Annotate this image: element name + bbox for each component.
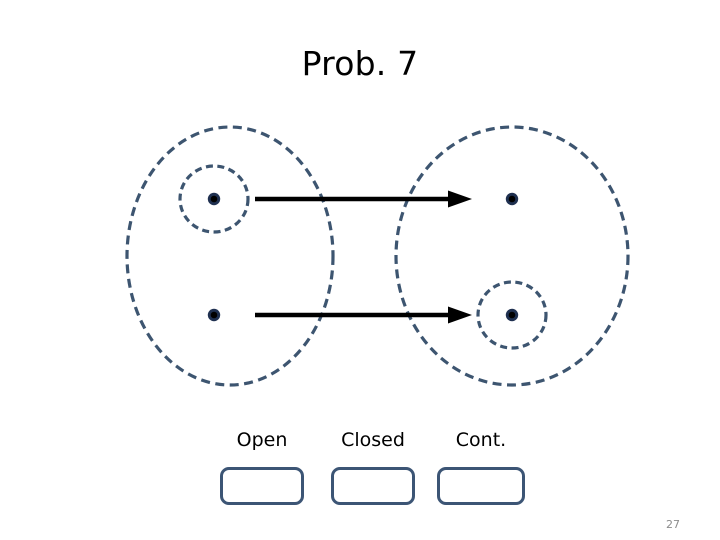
right-lower-point xyxy=(505,308,519,322)
left-upper-point xyxy=(207,192,221,206)
answer-box-open[interactable] xyxy=(220,467,304,505)
left-set-ellipse xyxy=(125,125,335,387)
answer-box-closed[interactable] xyxy=(331,467,415,505)
page-title: Prob. 7 xyxy=(301,44,419,83)
answer-box-cont[interactable] xyxy=(437,467,525,505)
lower-arrow xyxy=(255,306,472,324)
left-upper-neighborhood-circle xyxy=(178,164,250,234)
right-set-ellipse xyxy=(394,125,630,387)
upper-arrow xyxy=(255,190,472,208)
right-upper-point xyxy=(505,192,519,206)
page-number: 27 xyxy=(666,518,680,531)
legend-label-closed: Closed xyxy=(341,429,405,451)
legend-label-open: Open xyxy=(236,429,288,451)
legend-label-cont: Cont. xyxy=(455,429,507,451)
right-lower-neighborhood-circle xyxy=(476,280,548,350)
left-lower-point xyxy=(207,308,221,322)
